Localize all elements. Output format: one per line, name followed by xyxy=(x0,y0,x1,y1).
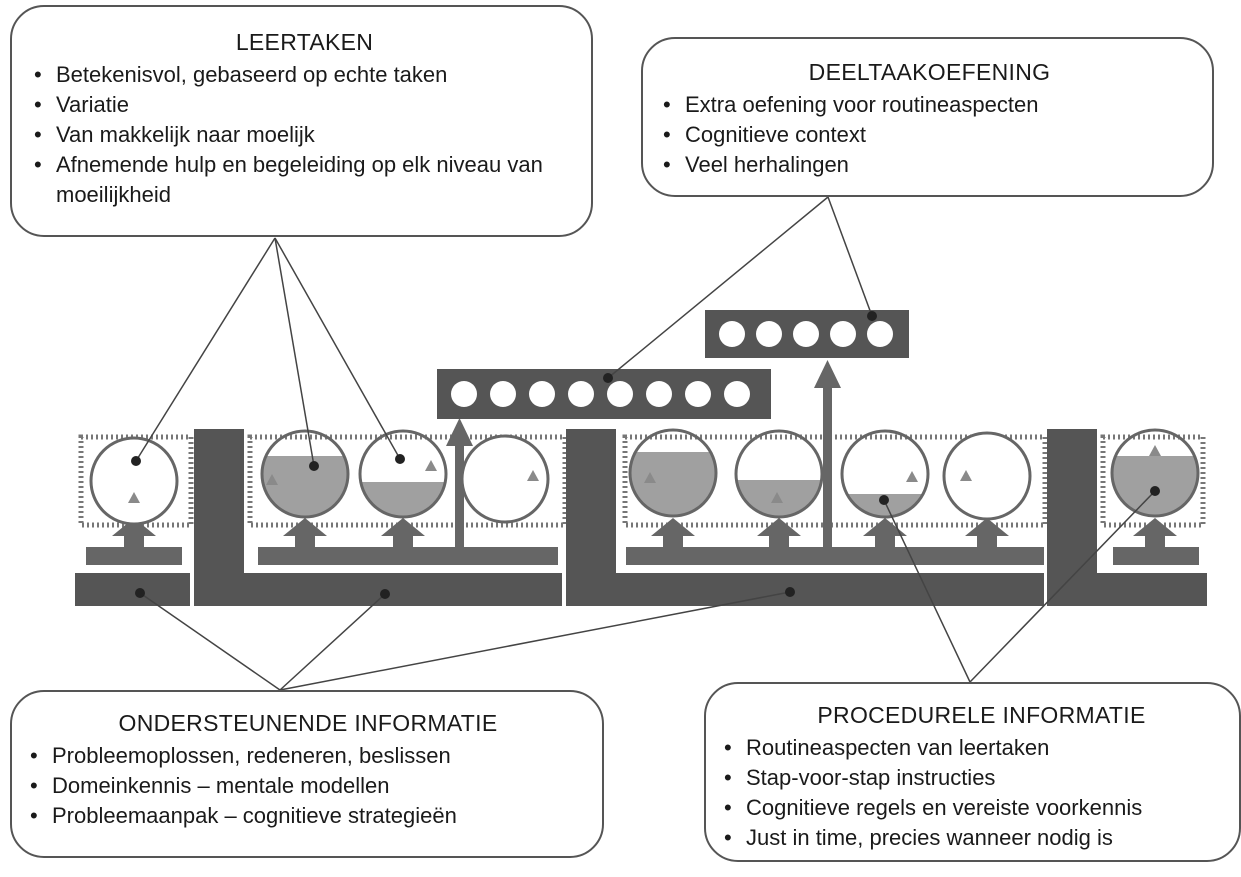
list-item: Afnemende hulp en begeleiding op elk niv… xyxy=(34,150,575,210)
parttask-arrows xyxy=(446,360,841,548)
procedural-information-title: PROCEDURELE INFORMATIE xyxy=(817,702,1146,728)
connector-lines xyxy=(135,196,1156,691)
supportive-information-title: ONDERSTEUNENDE INFORMATIE xyxy=(118,710,498,736)
dotted-frame-3 xyxy=(622,434,1048,528)
list-item: Routineaspecten van leertaken xyxy=(724,733,1239,763)
list-item: Extra oefening voor routineaspecten xyxy=(663,90,1196,120)
list-item: Veel herhalingen xyxy=(663,150,1196,180)
task-circle-3 xyxy=(358,429,448,519)
procedural-information-list: Routineaspecten van leertaken Stap-voor-… xyxy=(724,733,1239,853)
part-task-practice-callout: DEELTAAKOEFENING Extra oefening voor rou… xyxy=(641,37,1214,197)
list-item: Just in time, precies wanneer nodig is xyxy=(724,823,1239,853)
list-item: Probleemaanpak – cognitieve strategieën xyxy=(30,801,586,831)
task-circle-8 xyxy=(942,431,1032,521)
list-item: Van makkelijk naar moelijk xyxy=(34,120,575,150)
task-circle-2 xyxy=(260,429,350,519)
supportive-information-callout: ONDERSTEUNENDE INFORMATIE Probleemoploss… xyxy=(10,690,604,858)
task-circle-9 xyxy=(1110,428,1200,518)
list-item: Probleemoplossen, redeneren, beslissen xyxy=(30,741,586,771)
list-item: Variatie xyxy=(34,90,575,120)
task-circle-6 xyxy=(734,429,824,519)
task-circle-7 xyxy=(840,429,930,519)
task-circle-4 xyxy=(460,434,550,524)
part-task-practice-list: Extra oefening voor routineaspecten Cogn… xyxy=(663,90,1196,180)
support-bars xyxy=(75,429,1207,606)
connector-dots xyxy=(131,311,1160,599)
list-item: Betekenisvol, gebaseerd op echte taken xyxy=(34,60,575,90)
list-item: Cognitieve regels en vereiste voorkennis xyxy=(724,793,1239,823)
list-item: Cognitieve context xyxy=(663,120,1196,150)
task-circle-1 xyxy=(89,436,179,526)
list-item: Stap-voor-stap instructies xyxy=(724,763,1239,793)
procedural-information-callout: PROCEDURELE INFORMATIE Routineaspecten v… xyxy=(704,682,1241,862)
list-item: Domeinkennis – mentale modellen xyxy=(30,771,586,801)
up-arrows xyxy=(112,518,1177,547)
parttask-bar-2 xyxy=(705,310,909,358)
learning-tasks-callout: LEERTAKEN Betekenisvol, gebaseerd op ech… xyxy=(10,5,593,237)
procedure-bars xyxy=(86,547,1199,565)
supportive-information-list: Probleemoplossen, redeneren, beslissen D… xyxy=(30,741,586,831)
learning-tasks-title: LEERTAKEN xyxy=(235,29,374,55)
learning-tasks-list: Betekenisvol, gebaseerd op echte taken V… xyxy=(34,60,575,210)
task-circle-5 xyxy=(628,428,718,518)
dotted-frame-4 xyxy=(1100,434,1206,528)
part-task-practice-title: DEELTAAKOEFENING xyxy=(808,59,1051,85)
